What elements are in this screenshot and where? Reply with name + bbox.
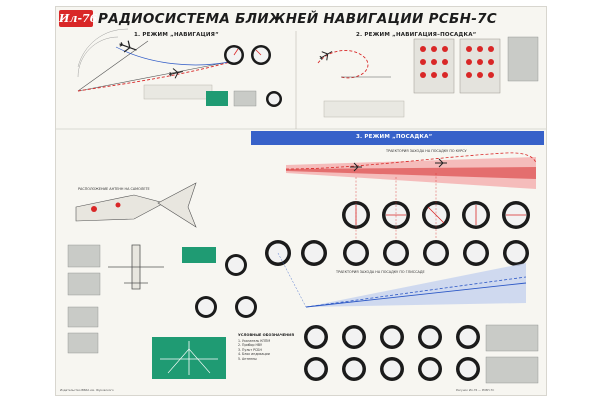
aircraft-fuselage-diagram (75, 182, 197, 228)
instrument-dial-icon (225, 254, 247, 276)
legend-list: 1. Указатель КППМ 2. Прибор НВУ 3. Пульт… (238, 339, 270, 361)
instrument-dial-icon (195, 296, 217, 318)
legend-item: 1. Указатель КППМ (238, 339, 271, 343)
control-panel-icon (67, 306, 99, 328)
control-panel-icon (485, 324, 539, 352)
instrument-dial-icon (382, 201, 410, 229)
instrument-dial-icon (342, 325, 366, 349)
section-title-navigation-landing: 2. РЕЖИМ „НАВИГАЦИЯ–ПОСАДКА“ (356, 32, 477, 38)
instrument-dial-icon (423, 240, 449, 266)
caption-course-zone: ТРАЕКТОРИЯ ЗАХОДА НА ПОСАДКУ ПО КУРСУ (386, 149, 467, 153)
navigation-landing-scheme (317, 50, 391, 79)
control-panel-icon (206, 91, 228, 106)
footer-left: Издательство ВВИА им. Жуковского (60, 388, 114, 392)
instrument-dial-icon (456, 325, 480, 349)
instrument-dial-icon (462, 201, 490, 229)
control-panel-icon (507, 36, 539, 82)
logo: Ил-76 (59, 10, 98, 27)
control-panel-icon (233, 90, 257, 107)
instrument-dial-icon (224, 45, 244, 65)
control-panel-icon (459, 38, 501, 94)
legend-item: 2. Прибор НВУ (238, 343, 263, 348)
glide-beam-axis (305, 282, 527, 308)
legend-heading: УСЛОВНЫЕ ОБОЗНАЧЕНИЯ (238, 333, 294, 337)
control-panel-icon (413, 38, 455, 94)
control-panel-icon (485, 356, 539, 384)
instrument-dial-icon (342, 357, 366, 381)
glide-beam (306, 263, 526, 307)
instrument-dial-icon (301, 240, 327, 266)
instrument-dial-icon (418, 357, 442, 381)
instrument-row-lower (304, 325, 480, 381)
aircraft-icon (350, 162, 362, 172)
instrument-dial-icon (380, 357, 404, 381)
section-title-navigation: 1. РЕЖИМ „НАВИГАЦИЯ“ (134, 32, 219, 38)
instrument-dial-icon (266, 91, 282, 107)
text-block (143, 84, 213, 100)
instrument-dial-icon (383, 240, 409, 266)
aircraft-icon (169, 68, 183, 79)
runway-panel (152, 337, 226, 379)
instrument-dial-icon (343, 240, 369, 266)
instrument-dial-icon (502, 201, 530, 229)
aircraft-icon (119, 40, 137, 53)
instrument-dial-icon (251, 45, 271, 65)
legend-item: 3. Пульт РСБН (238, 347, 262, 352)
instrument-dial-icon (418, 325, 442, 349)
text-block (323, 100, 405, 118)
glide-trajectory (305, 276, 527, 308)
navigation-scheme (77, 28, 235, 92)
caption-glide-zone: ТРАЕКТОРИЯ ЗАХОДА НА ПОСАДКУ ПО ГЛИССАДЕ (336, 270, 425, 274)
aircraft-icon (319, 51, 333, 61)
poster-artwork (56, 28, 546, 384)
instrument-dial-icon (235, 296, 257, 318)
instrument-dial-icon (304, 357, 328, 381)
instrument-dial-icon (503, 240, 529, 266)
control-panel-icon (182, 247, 216, 263)
instrument-row-middle (265, 240, 529, 266)
poster-title: РАДИОСИСТЕМА БЛИЖНЕЙ НАВИГАЦИИ РСБН-7С (98, 11, 498, 27)
caption-antenna-zone: РАСПОЛОЖЕНИЕ АНТЕНН НА САМОЛЕТЕ (78, 187, 150, 191)
legend-item: 5. Антенны (238, 356, 257, 361)
legend-item: 4. Блок индикации (238, 352, 270, 357)
instrument-dial-icon (304, 325, 328, 349)
aircraft-icon (108, 244, 164, 290)
instrument-dial-icon (342, 201, 370, 229)
instrument-dial-icon (463, 240, 489, 266)
section-3-header (251, 131, 544, 145)
footer-right: Рисунок Ил-76 — РСБН-7С (456, 388, 495, 392)
control-panel-icon (67, 332, 99, 354)
poster: Ил-76 РАДИОСИСТЕМА БЛИЖНЕЙ НАВИГАЦИИ РСБ… (55, 6, 547, 396)
aircraft-icon (435, 158, 447, 168)
course-trajectory (285, 152, 537, 170)
instrument-dial-icon (380, 325, 404, 349)
instrument-row-upper (342, 201, 530, 229)
course-beam-core (286, 167, 536, 179)
control-panel-icon (67, 272, 101, 296)
control-panel-icon (67, 244, 101, 268)
instrument-dial-icon (456, 357, 480, 381)
section-title-landing: 3. РЕЖИМ „ПОСАДКА“ (356, 134, 433, 140)
